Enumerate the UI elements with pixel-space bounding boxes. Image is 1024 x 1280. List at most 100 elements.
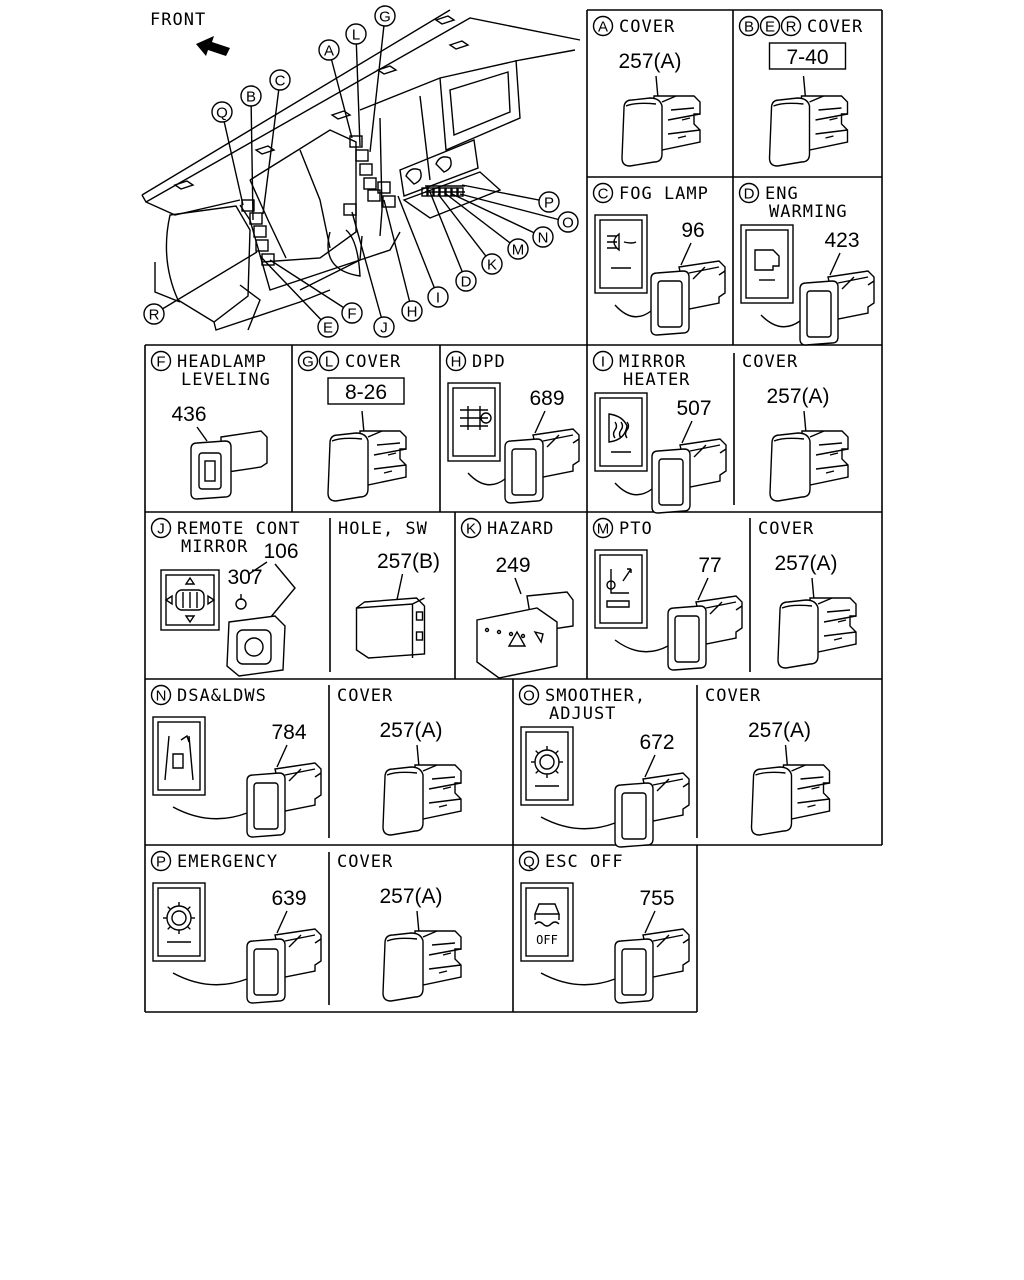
cell-title: LEVELING	[181, 370, 271, 390]
pointer-arrow	[172, 972, 248, 986]
switch-body	[246, 762, 322, 838]
callout-letter-l: L	[318, 350, 340, 372]
switch-body	[667, 595, 743, 671]
svg-text:I: I	[436, 290, 440, 307]
callout-letter-j: J	[150, 517, 172, 539]
cell-title: COVER	[705, 686, 761, 706]
emergency-gear-icon	[152, 882, 206, 962]
svg-text:C: C	[598, 186, 609, 203]
overview-callout-l: L	[345, 23, 367, 147]
cell-title: COVER	[337, 686, 393, 706]
part-number-box	[327, 377, 405, 405]
svg-text:M: M	[512, 242, 525, 259]
svg-text:G: G	[302, 354, 314, 371]
part-number: 257(A)	[379, 885, 442, 908]
cell-title: REMOTE CONT	[177, 519, 301, 539]
svg-text:J: J	[380, 320, 388, 337]
overview-callout-f: F	[269, 259, 363, 324]
part-number: 8-26	[345, 381, 387, 404]
svg-text:L: L	[325, 354, 333, 371]
callout-letter-h: H	[445, 350, 467, 372]
part-number: 249	[495, 554, 530, 577]
pto-icon	[594, 549, 648, 629]
switch-body	[614, 772, 690, 848]
svg-text:N: N	[156, 688, 167, 705]
part-number: 257(A)	[748, 719, 811, 742]
cell-title: COVER	[337, 852, 393, 872]
dpd-icon	[447, 382, 501, 462]
overview-callout-m: M	[445, 193, 529, 260]
svg-text:P: P	[544, 195, 554, 212]
cover-cap	[621, 95, 701, 167]
svg-text:B: B	[246, 89, 256, 106]
callout-letter-p: P	[150, 850, 172, 872]
switch-body	[650, 260, 726, 336]
switch-body	[614, 928, 690, 1004]
svg-text:A: A	[598, 19, 608, 36]
part-number: 257(A)	[766, 385, 829, 408]
svg-text:D: D	[461, 274, 472, 291]
pointer-arrow	[467, 472, 506, 486]
svg-text:F: F	[347, 306, 356, 323]
overview-callout-e: E	[259, 255, 339, 338]
part-number-box	[768, 42, 847, 70]
callout-letter-m: M	[592, 517, 614, 539]
pointer-arrow	[540, 972, 616, 986]
cell-title: ENG	[765, 184, 799, 204]
pointer-arrow	[614, 639, 669, 653]
svg-text:K: K	[466, 521, 476, 538]
overview-callout-k: K	[437, 193, 503, 275]
part-number: 7-40	[786, 46, 828, 69]
hole-cover	[355, 597, 426, 659]
svg-text:B: B	[744, 19, 754, 36]
cell-title: COVER	[758, 519, 814, 539]
svg-text:C: C	[275, 73, 286, 90]
cell-title: WARMING	[769, 202, 848, 222]
part-number: 257(A)	[379, 719, 442, 742]
remote-mirror-switch	[226, 615, 286, 677]
svg-text:Q: Q	[523, 854, 535, 871]
overview-callout-b: B	[240, 85, 262, 221]
part-number: 639	[271, 887, 306, 910]
pointer-arrow	[760, 314, 801, 328]
cover-cap	[750, 764, 831, 836]
svg-text:Q: Q	[216, 105, 228, 122]
switch-body	[651, 438, 727, 514]
callout-letter-o: O	[518, 684, 540, 706]
part-number: 436	[171, 403, 206, 426]
switch-body	[504, 428, 580, 504]
part-number: 106	[263, 540, 298, 563]
overview-callout-o: O	[459, 193, 579, 233]
callout-letter-e: E	[759, 15, 781, 37]
cell-title: COVER	[807, 17, 863, 37]
part-number: 784	[271, 721, 306, 744]
cell-title: MIRROR	[181, 537, 248, 557]
cover-cap	[769, 430, 849, 502]
remote-mirror-icon	[160, 569, 220, 631]
callout-letter-a: A	[592, 15, 614, 37]
esc-off-text: OFF	[536, 933, 558, 947]
overview-callout-i: I	[397, 195, 449, 308]
overview-callout-n: N	[451, 193, 554, 248]
cell-title: DPD	[472, 352, 506, 372]
callout-letter-b: B	[738, 15, 760, 37]
callout-letter-i: I	[592, 350, 614, 372]
pointer-arrow	[614, 304, 652, 318]
svg-text:E: E	[323, 320, 333, 337]
part-number: 77	[698, 554, 721, 577]
part-number: 507	[676, 397, 711, 420]
cell-title: ESC OFF	[545, 852, 624, 872]
overview-callout-q: Q	[211, 101, 244, 206]
part-number: 689	[529, 387, 564, 410]
cell-ncover: COVER 257(A)	[337, 686, 462, 836]
switch-body	[799, 270, 875, 346]
